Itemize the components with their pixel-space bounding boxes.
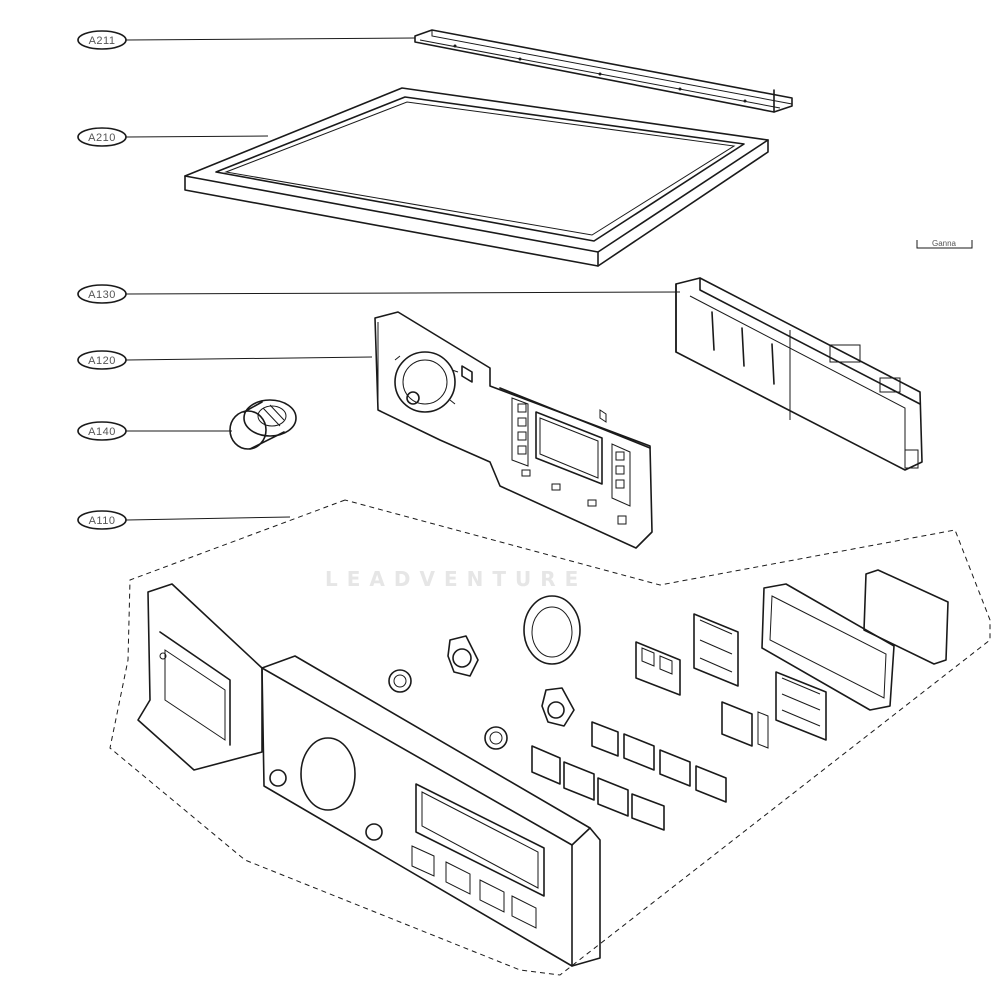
lcd-window	[535, 411, 603, 485]
watermark-text: LEADVENTURE	[325, 567, 587, 591]
part-a130-pcb-assembly	[675, 277, 923, 471]
leader-line	[125, 135, 269, 138]
assembly-boundary	[109, 499, 991, 976]
leader-line	[125, 291, 681, 295]
callout-a211: A211	[77, 30, 416, 50]
callout-a110: A110	[77, 510, 291, 530]
callout-label: A120	[88, 355, 116, 367]
corner-tag-text: Ganna	[932, 239, 957, 248]
part-a110-control-panel	[109, 499, 991, 976]
callout-label: A140	[88, 426, 116, 438]
callout-a130: A130	[77, 284, 681, 304]
part-a140-knob	[229, 399, 297, 450]
leader-line	[125, 516, 291, 521]
callout-a210: A210	[77, 127, 269, 147]
callout-label: A130	[88, 289, 116, 301]
part-a120-control-board	[374, 311, 653, 549]
leader-line	[125, 356, 373, 361]
part-a211-rail-bracket	[414, 29, 793, 113]
leader-line	[125, 37, 416, 41]
callout-label: A110	[89, 515, 116, 527]
callout-label: A210	[88, 132, 116, 144]
callout-a140: A140	[77, 421, 232, 441]
callout-a120: A120	[77, 350, 373, 370]
encoder-ring	[394, 351, 456, 413]
callout-label: A211	[89, 35, 116, 47]
corner-tag: Ganna	[916, 239, 973, 249]
part-a210-top-frame	[184, 87, 769, 267]
